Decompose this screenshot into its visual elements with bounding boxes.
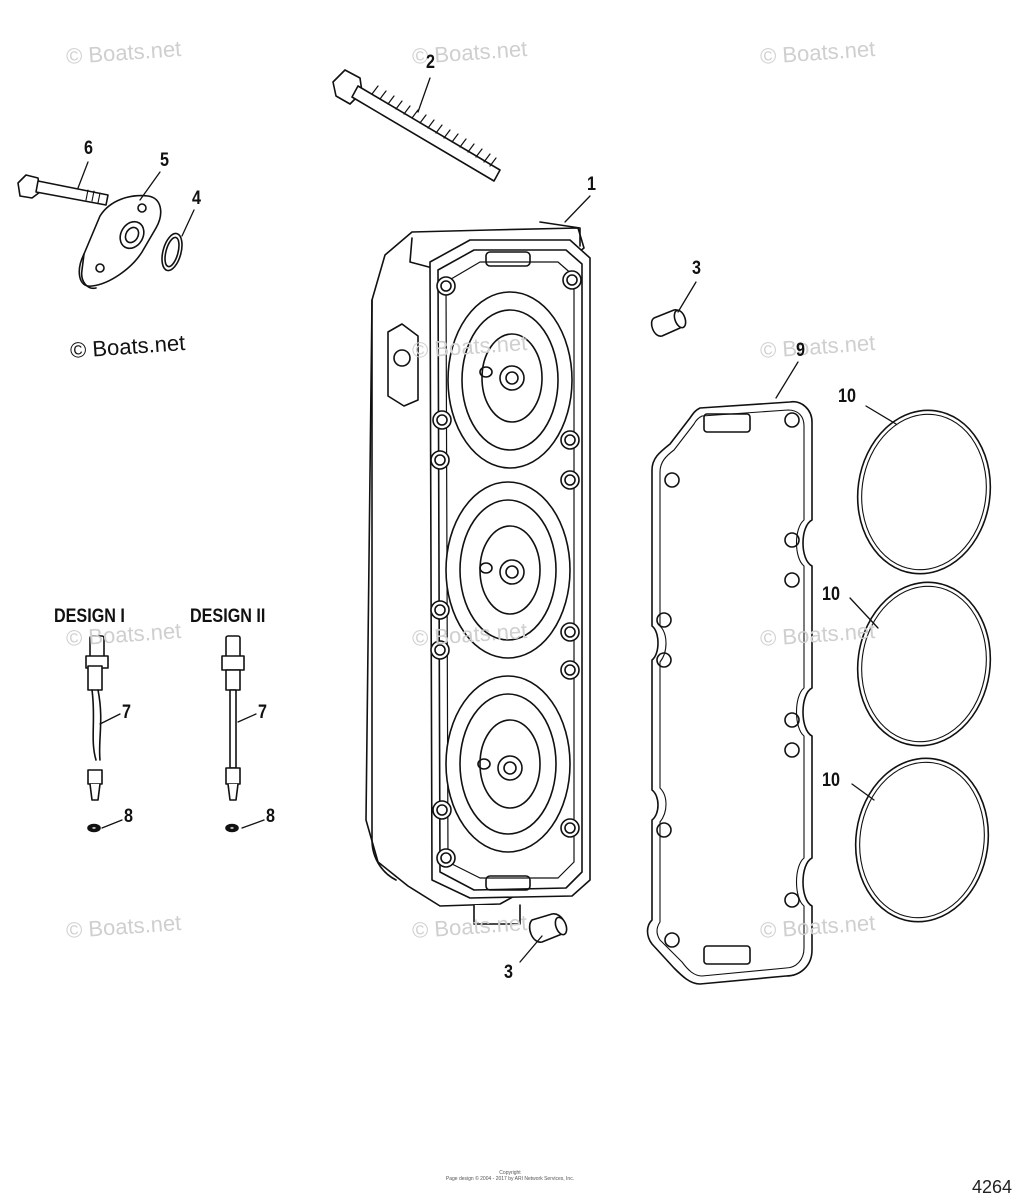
gasket-part <box>646 400 813 985</box>
callout-4: 4 <box>192 188 201 209</box>
long-bolt-part <box>332 69 501 182</box>
flange-part <box>78 194 162 290</box>
callout-2: 2 <box>426 52 435 73</box>
callout-9: 9 <box>796 340 805 361</box>
sensor-design-2-part <box>221 635 245 833</box>
callout-7: 7 <box>258 702 267 723</box>
callout-8: 8 <box>124 806 133 827</box>
copyright-line-1: Copyright <box>499 1170 521 1176</box>
callout-3: 3 <box>692 258 701 279</box>
callout-10: 10 <box>822 584 840 605</box>
dowel-pin-bottom-part <box>528 913 568 943</box>
large-o-ring-part-2 <box>856 581 992 747</box>
figure-number: 4264 <box>972 1177 1013 1197</box>
callout-8: 8 <box>266 806 275 827</box>
dowel-pin-top-part <box>650 309 687 337</box>
callout-10: 10 <box>838 386 856 407</box>
design-2-label: DESIGN II <box>190 606 266 627</box>
cylinder-head-cover-part <box>365 221 591 925</box>
bolt-part <box>17 174 109 206</box>
design-1-label: DESIGN I <box>54 606 125 627</box>
large-o-ring-part-3 <box>854 757 990 923</box>
callout-7: 7 <box>122 702 131 723</box>
copyright-line-2: Page design © 2004 - 2017 by ARI Network… <box>445 1176 575 1182</box>
callout-leader-lines <box>77 77 897 963</box>
callout-1: 1 <box>587 174 596 195</box>
callout-10: 10 <box>822 770 840 791</box>
copyright-notice: Copyright Page design © 2004 - 2017 by A… <box>420 1170 600 1182</box>
o-ring-part <box>161 232 183 272</box>
callout-3: 3 <box>504 962 513 983</box>
large-o-ring-part-1 <box>856 409 992 575</box>
sensor-design-1-part <box>85 635 109 833</box>
callout-5: 5 <box>160 150 169 171</box>
callout-6: 6 <box>84 138 93 159</box>
